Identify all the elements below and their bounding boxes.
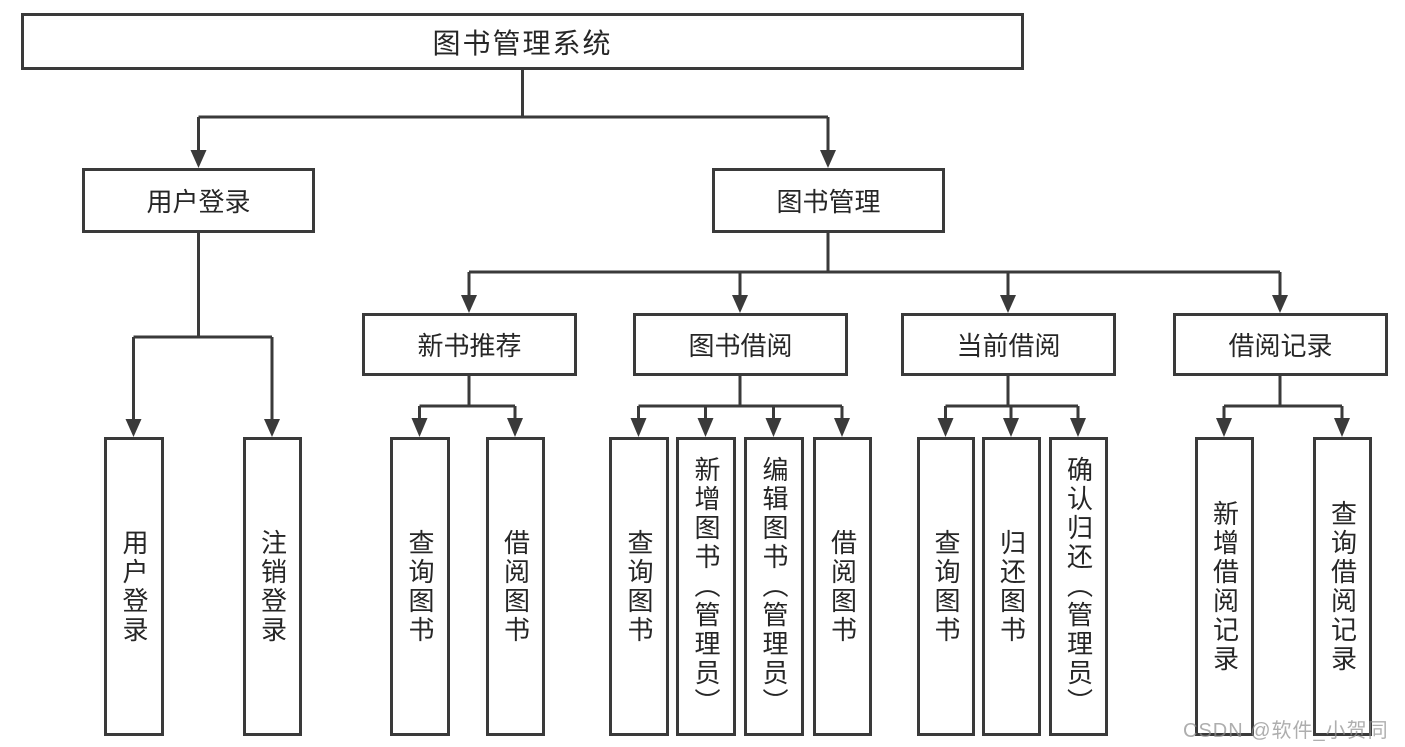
leaf-return-books: 归还图书 xyxy=(982,437,1041,736)
leaf-query-books-recommend: 查询图书 xyxy=(390,437,450,736)
leaf-borrow-books-borrowing: 借阅图书 xyxy=(813,437,872,736)
leaf-add-book-admin: 新增图书（管理员） xyxy=(676,437,736,736)
leaf-query-books-current: 查询图书 xyxy=(917,437,975,736)
watermark: CSDN @软件_小贺同学 xyxy=(1183,720,1389,742)
node-book-borrowing: 图书借阅 xyxy=(633,313,848,376)
node-user-login: 用户登录 xyxy=(82,168,315,233)
node-current-borrowing: 当前借阅 xyxy=(901,313,1116,376)
node-borrow-records: 借阅记录 xyxy=(1173,313,1388,376)
leaf-confirm-return-admin: 确认归还（管理员） xyxy=(1049,437,1108,736)
connector-current-borrowing-branch xyxy=(937,375,1086,437)
leaf-query-borrow-record: 查询借阅记录 xyxy=(1313,437,1372,736)
leaf-borrow-books-recommend: 借阅图书 xyxy=(486,437,545,736)
connector-book-management-branch xyxy=(461,232,1288,313)
leaf-user-login: 用户登录 xyxy=(104,437,164,736)
node-book-management: 图书管理 xyxy=(712,168,945,233)
connector-user-login-branch xyxy=(125,232,280,437)
leaf-add-borrow-record: 新增借阅记录 xyxy=(1195,437,1254,736)
node-library-system: 图书管理系统 xyxy=(21,13,1024,70)
connector-borrow-records-branch xyxy=(1216,375,1350,437)
leaf-edit-book-admin: 编辑图书（管理员） xyxy=(744,437,804,736)
leaf-logout-login: 注销登录 xyxy=(243,437,302,736)
node-new-book-recommend: 新书推荐 xyxy=(362,313,577,376)
connector-book-borrowing-branch xyxy=(630,375,850,437)
connector-new-book-recommend-branch xyxy=(411,375,523,437)
leaf-query-books-borrowing: 查询图书 xyxy=(609,437,669,736)
connector-root-to-level2 xyxy=(190,69,836,168)
